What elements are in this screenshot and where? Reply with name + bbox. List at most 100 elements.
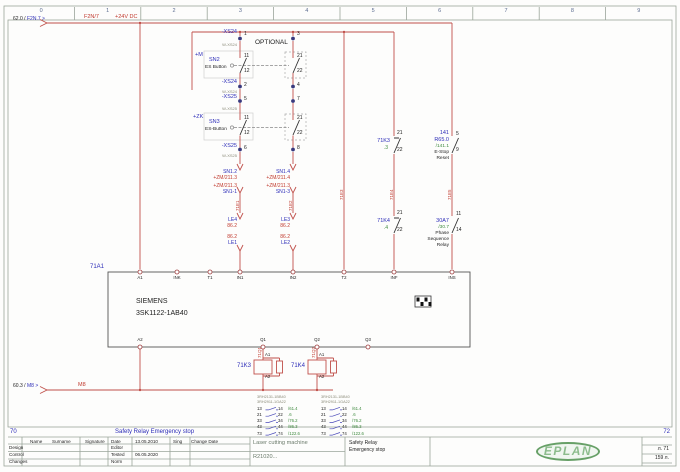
interrupt-ref: +ZM/211.3 bbox=[266, 183, 290, 189]
terminal: T2 bbox=[341, 275, 347, 280]
aux-pin: 74 bbox=[342, 430, 347, 436]
aux-pin: 14 bbox=[278, 405, 283, 411]
interrupt-ref: SN1.2 bbox=[223, 169, 237, 175]
interrupt-ref: LE4 bbox=[228, 217, 237, 223]
aux-contact-glyph bbox=[265, 406, 278, 411]
date-value: 13.05.2010 bbox=[135, 439, 158, 444]
field-norm: Norm bbox=[111, 459, 123, 464]
source-ref-page: 60.3 / bbox=[13, 383, 26, 389]
cable-tag: W-XS25 bbox=[222, 106, 237, 111]
aux-contact-glyph bbox=[329, 413, 342, 417]
pin: A2 bbox=[265, 374, 271, 379]
pin: 5 bbox=[244, 96, 247, 102]
terminal: T1 bbox=[207, 275, 213, 280]
row-control: Control bbox=[9, 452, 24, 457]
aux-contact-glyph bbox=[265, 419, 278, 423]
aux-contact-glyph bbox=[329, 406, 342, 411]
source-ref-target: F2N.7 > bbox=[27, 16, 45, 22]
row-changes: Changes bbox=[9, 459, 28, 464]
pin: 11 bbox=[244, 53, 250, 59]
contact-tag: 71K4 bbox=[377, 218, 390, 224]
connector-tag: -XS24 bbox=[221, 79, 237, 85]
device-function: Relay bbox=[436, 243, 449, 248]
interrupt-ref: 86.2 bbox=[280, 234, 290, 240]
device-tag: 71A1 bbox=[89, 264, 104, 270]
ruler-col-7: 7 bbox=[504, 8, 508, 14]
aux-contact-glyph bbox=[265, 425, 278, 430]
contact-ref: .3 bbox=[383, 145, 388, 151]
aux-pin: 13 bbox=[321, 405, 326, 411]
interrupt-ref: SN1-1 bbox=[222, 189, 237, 195]
junction-dots bbox=[138, 21, 346, 392]
ruler-col-3: 3 bbox=[238, 8, 242, 14]
interrupt-ref: 86.2 bbox=[227, 234, 237, 240]
page-prev-link[interactable]: 70 bbox=[10, 429, 17, 435]
block-terminals bbox=[137, 269, 455, 350]
terminal: A2 bbox=[137, 337, 143, 342]
contact-ref: /30.7 bbox=[438, 225, 449, 230]
aux-contact-glyph bbox=[265, 432, 278, 436]
field-editor: Editor bbox=[111, 445, 124, 450]
field-tested: Tested bbox=[111, 452, 125, 457]
col-header-surname: Surname bbox=[52, 439, 71, 444]
device-tag: 141 bbox=[439, 130, 449, 136]
page-next-link[interactable]: 72 bbox=[663, 429, 670, 435]
col-header-change-date: Change Date bbox=[191, 439, 219, 444]
aux-device-2: 3RH2911-1GA22 bbox=[321, 399, 350, 404]
sheet-frame bbox=[3, 5, 677, 467]
pin: 7 bbox=[297, 96, 300, 102]
interrupt-ref: 86.2 bbox=[227, 223, 237, 229]
aux-ref: /122.6 bbox=[288, 430, 300, 436]
interrupt-ref: SN1.4 bbox=[276, 169, 290, 175]
pin: 14 bbox=[456, 227, 462, 233]
col-header-sing: Sing bbox=[173, 439, 183, 444]
project-number: R21020... bbox=[253, 454, 278, 460]
cable-tag: W-XS24 bbox=[222, 89, 237, 94]
wire-name: M8 bbox=[78, 382, 86, 388]
potential-label: +24V DC bbox=[115, 14, 138, 20]
aux-pin: 73 bbox=[321, 430, 326, 436]
aux-pin: 73 bbox=[257, 430, 262, 436]
aux-pin: 34 bbox=[342, 418, 347, 424]
contact-tag: 71K3 bbox=[377, 138, 390, 144]
interrupt-ref: +ZM/211.3 bbox=[213, 175, 237, 181]
pin: 9 bbox=[456, 147, 459, 153]
pin: 8 bbox=[297, 145, 300, 151]
interrupt-ref: LE1 bbox=[228, 240, 237, 246]
connector-tag: -XS24 bbox=[221, 29, 237, 35]
terminal: Q3 bbox=[365, 337, 371, 342]
aux-device-1: 3RH2131-1BB40 bbox=[257, 395, 286, 399]
terminal: Q2 bbox=[314, 337, 320, 342]
eplan-logo: EPLAN bbox=[536, 442, 600, 461]
contact-symbols bbox=[239, 57, 459, 234]
aux-ref: /122.6 bbox=[352, 430, 364, 436]
pin: 21 bbox=[397, 130, 403, 136]
pin: 22 bbox=[397, 227, 403, 233]
row-design: Design bbox=[9, 445, 24, 450]
device-function: Phase bbox=[435, 231, 449, 236]
optional-note: OPTIONAL bbox=[255, 39, 288, 46]
pin: 1 bbox=[244, 31, 247, 37]
ruler-col-8: 8 bbox=[570, 8, 574, 14]
terminal: INS bbox=[448, 275, 456, 280]
cable-tag: W-XS25 bbox=[222, 153, 237, 158]
device-model: 3SK1122-1AB40 bbox=[136, 310, 188, 317]
aux-ref: .6 bbox=[288, 411, 292, 417]
connector-tag: -XS25 bbox=[221, 94, 237, 100]
aux-pin: 14 bbox=[342, 405, 347, 411]
contact-ref: /141.1 bbox=[435, 144, 449, 149]
location-tag: +ZK bbox=[193, 114, 204, 120]
aux-pin: 44 bbox=[342, 424, 347, 430]
connector-pins bbox=[238, 36, 295, 152]
drawing-title-2: Emergency stop bbox=[349, 447, 386, 453]
interrupt-ref: LE2 bbox=[281, 240, 290, 246]
pin: 3 bbox=[297, 31, 300, 37]
coil-tag: 71K4 bbox=[290, 363, 305, 369]
device-tag: SN2 bbox=[209, 57, 220, 63]
tested-date-value: 06.05.2020 bbox=[135, 452, 158, 457]
ruler-col-6: 6 bbox=[438, 8, 442, 14]
aux-ref: /61.4 bbox=[352, 405, 362, 411]
